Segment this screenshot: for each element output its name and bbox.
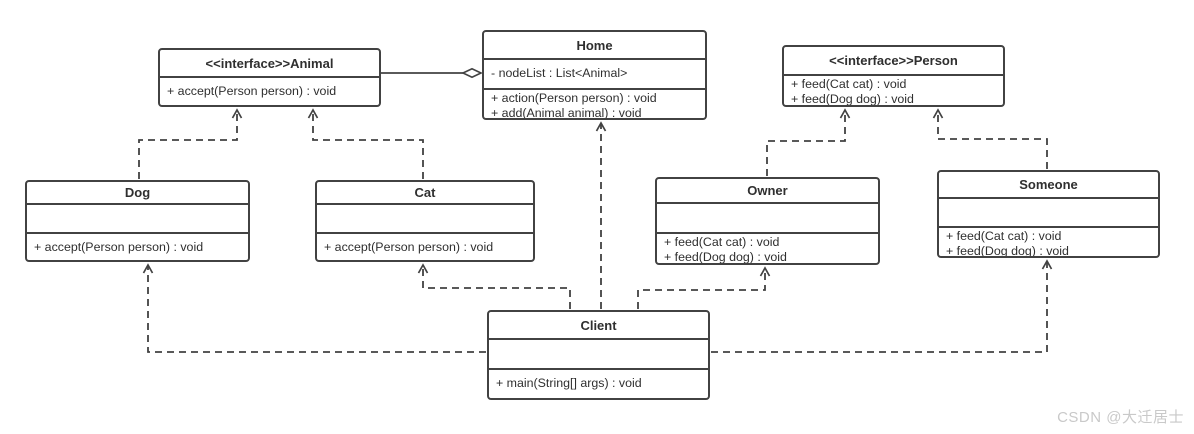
method: + feed(Dog dog) : void (791, 92, 914, 106)
dependency-arrow-client-dog (142, 263, 486, 353)
methods-compartment: + feed(Cat cat) : void + feed(Dog dog) :… (784, 76, 1003, 106)
class-name: <<interface>>Animal (160, 50, 379, 78)
method: + action(Person person) : void (491, 91, 657, 105)
method: + add(Animal animal) : void (491, 106, 642, 120)
methods-compartment: + accept(Person person) : void (160, 78, 379, 105)
realization-arrow-dog-animal (138, 108, 243, 179)
method: + feed(Dog dog) : void (946, 244, 1069, 258)
dependency-arrow-client-someone (711, 259, 1053, 353)
attributes-compartment (317, 205, 533, 234)
realization-arrow-cat-animal (307, 108, 424, 179)
methods-compartment: + accept(Person person) : void (317, 234, 533, 260)
attributes-compartment (657, 204, 878, 234)
methods-compartment: + accept(Person person) : void (27, 234, 248, 260)
class-box-animal: <<interface>>Animal + accept(Person pers… (158, 48, 381, 107)
method: + feed(Cat cat) : void (791, 77, 907, 91)
realization-arrow-someone-person (932, 108, 1048, 169)
methods-compartment: + feed(Cat cat) : void + feed(Dog dog) :… (657, 234, 878, 264)
method: + feed(Dog dog) : void (664, 250, 787, 264)
class-box-dog: Dog + accept(Person person) : void (25, 180, 250, 262)
method: + accept(Person person) : void (324, 240, 494, 254)
class-box-home: Home - nodeList : List<Animal> + action(… (482, 30, 707, 120)
method: + accept(Person person) : void (34, 240, 204, 254)
class-name: <<interface>>Person (784, 47, 1003, 76)
class-name: Someone (939, 172, 1158, 199)
class-box-owner: Owner + feed(Cat cat) : void + feed(Dog … (655, 177, 880, 265)
class-name: Home (484, 32, 705, 60)
class-box-client: Client + main(String[] args) : void (487, 310, 710, 400)
realization-arrow-owner-person (766, 108, 851, 176)
attributes-compartment (939, 199, 1158, 228)
class-box-person: <<interface>>Person + feed(Cat cat) : vo… (782, 45, 1005, 107)
methods-compartment: + feed(Cat cat) : void + feed(Dog dog) :… (939, 228, 1158, 258)
method: + main(String[] args) : void (496, 376, 642, 390)
method: + feed(Cat cat) : void (946, 229, 1062, 243)
watermark: CSDN @大迁居士 (1057, 409, 1184, 426)
class-name: Owner (657, 179, 878, 204)
attributes-compartment (489, 340, 708, 370)
attributes-compartment: - nodeList : List<Animal> (484, 60, 705, 90)
class-name: Cat (317, 182, 533, 205)
attributes-compartment (27, 205, 248, 234)
class-box-cat: Cat + accept(Person person) : void (315, 180, 535, 262)
methods-compartment: + main(String[] args) : void (489, 370, 708, 398)
class-name: Client (489, 312, 708, 340)
method: + feed(Cat cat) : void (664, 235, 780, 249)
class-box-someone: Someone + feed(Cat cat) : void + feed(Do… (937, 170, 1160, 258)
dependency-arrow-client-owner (637, 266, 771, 309)
attribute: - nodeList : List<Animal> (491, 66, 628, 80)
methods-compartment: + action(Person person) : void + add(Ani… (484, 90, 705, 120)
class-name: Dog (27, 182, 248, 205)
dependency-arrow-client-cat (417, 263, 571, 309)
method: + accept(Person person) : void (167, 84, 337, 98)
